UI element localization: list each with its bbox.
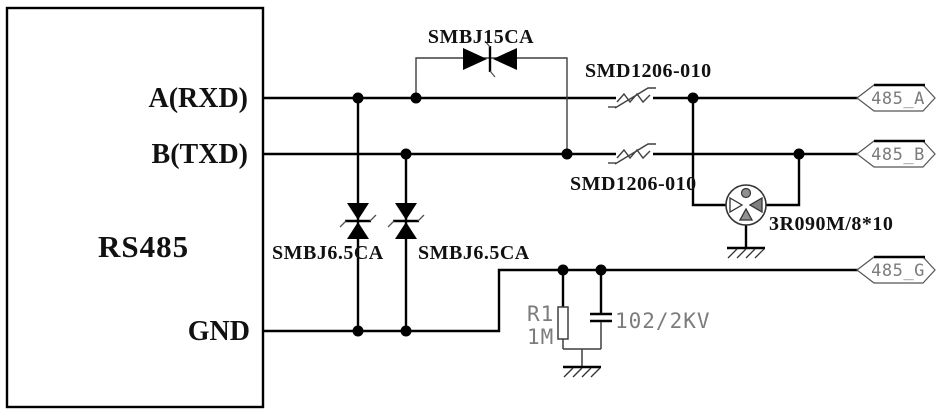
fuse-a-icon [608,87,656,109]
tvs-diode-ab-icon [463,40,517,78]
label-tvs-ab: SMBJ15CA [427,26,535,48]
ground-symbol-rc-icon [563,348,601,378]
gdt-icon [725,184,767,226]
tvs-diode-b-icon [387,203,425,239]
tvs-diode-a-icon [339,203,377,239]
net-label-485-b: 485_B [871,145,925,165]
net-label-485-a: 485_A [871,89,925,109]
pin-label-gnd: GND [187,316,250,347]
label-tvs-b: SMBJ6.5CA [418,242,530,264]
junction-dots [352,92,805,337]
net-flag-g-icon [856,255,936,284]
capacitor-symbol-icon [590,312,612,349]
net-flag-a-icon [856,83,936,112]
resistor-symbol-icon [557,306,569,349]
label-resistor-value: 1M [527,325,555,349]
wire-b-to-gdt [766,154,801,207]
wire-gnd [263,268,858,333]
pin-label-a: A(RXD) [148,83,248,114]
label-capacitor-value: 102/2KV [615,309,711,333]
chip-name: RS485 [98,229,190,264]
pin-label-b: B(TXD) [151,139,248,170]
label-fuse-a: SMD1206-010 [585,60,712,82]
fuse-b-icon [608,143,656,165]
label-gdt: 3R090M/8*10 [769,213,894,235]
chip-box [5,6,265,409]
ground-symbol-gdt-icon [727,246,765,259]
label-fuse-b: SMD1206-010 [570,173,697,195]
net-label-485-g: 485_G [871,261,925,281]
label-tvs-a: SMBJ6.5CA [272,242,384,264]
label-resistor-ref: R1 [527,302,555,326]
wire-a-to-gdt [691,98,726,207]
wire-tvs-loop [415,57,568,154]
net-flag-b-icon [856,139,936,168]
